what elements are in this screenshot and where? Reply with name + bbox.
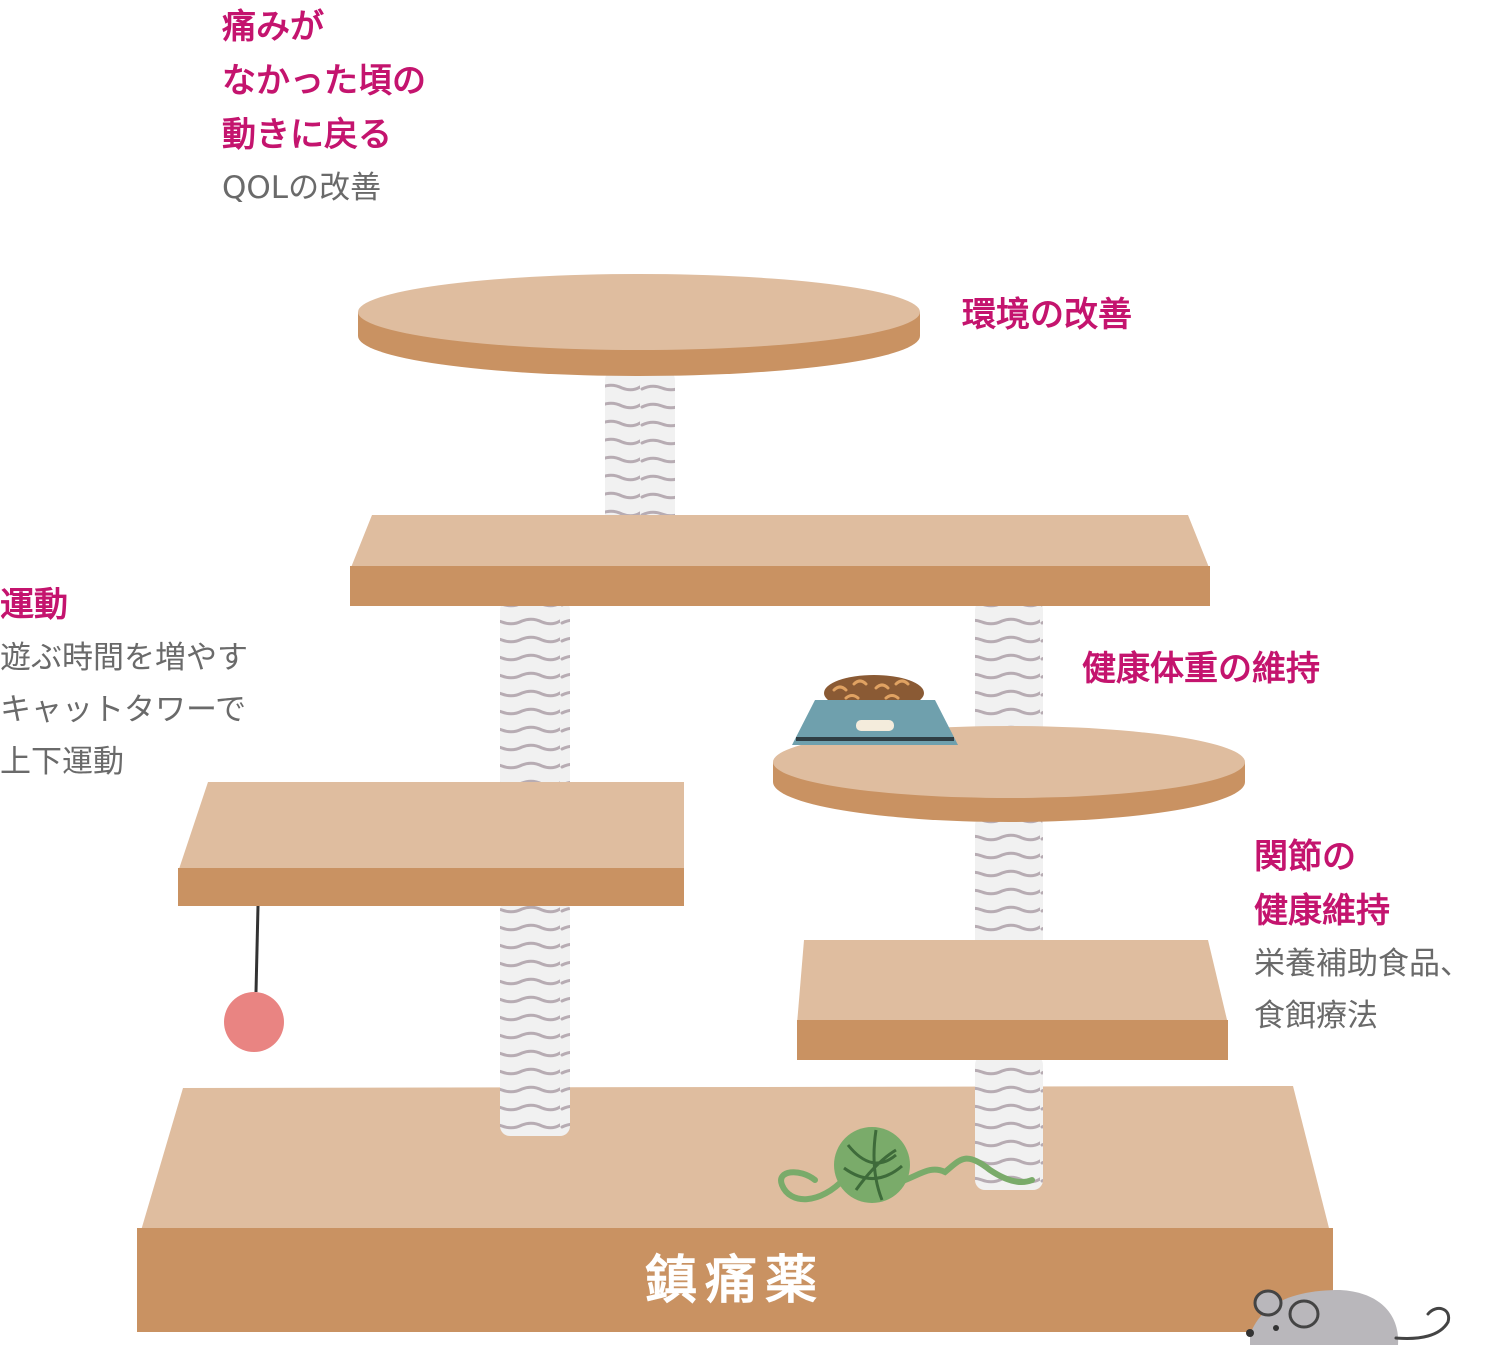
top-round-platform [358,274,920,376]
cat-food-bowl-icon [792,675,958,745]
post-left-upper [500,600,570,822]
exercise-sub-line2: キャットタワーで [0,692,247,728]
post-right-lower [975,1055,1043,1190]
right-lower-platform [797,940,1228,1060]
base-label: 鎮痛薬 [645,1251,825,1311]
joint-title-line2: 健康維持 [1254,891,1390,931]
mouse-toy-icon [1246,1289,1451,1345]
qol-title-line2: なかった頃の [222,61,426,101]
exercise-label-group: 運動 遊ぶ時間を増やす キャットタワーで 上下運動 [0,578,248,788]
hanging-toy-ball-icon [224,905,284,1052]
qol-label-group: 痛みが なかった頃の 動きに戻る QOLの改善 [222,0,426,214]
yarn-ball-icon [778,1127,1035,1203]
environment-label: 環境の改善 [962,295,1132,335]
middle-wide-platform [350,515,1210,606]
post-right-upper [975,600,1043,760]
weight-label: 健康体重の維持 [1082,649,1320,689]
left-platform [178,782,684,906]
qol-title-line3: 動きに戻る [222,115,392,155]
exercise-sub-line3: 上下運動 [0,744,124,780]
post-top-center [605,370,675,550]
qol-subtitle: QOLの改善 [222,170,382,206]
exercise-sub-line1: 遊ぶ時間を増やす [0,640,248,676]
joint-sub-line2: 食餌療法 [1254,998,1378,1034]
post-left-lower [500,900,570,1136]
exercise-title: 運動 [0,585,68,625]
joint-label-group: 関節の 健康維持 栄養補助食品、 食餌療法 [1254,830,1471,1042]
qol-title-line1: 痛みが [222,7,324,47]
posts [500,370,1043,1190]
joint-sub-line1: 栄養補助食品、 [1254,946,1471,982]
base-platform: 鎮痛薬 [137,1086,1333,1332]
joint-title-line1: 関節の [1254,837,1356,877]
